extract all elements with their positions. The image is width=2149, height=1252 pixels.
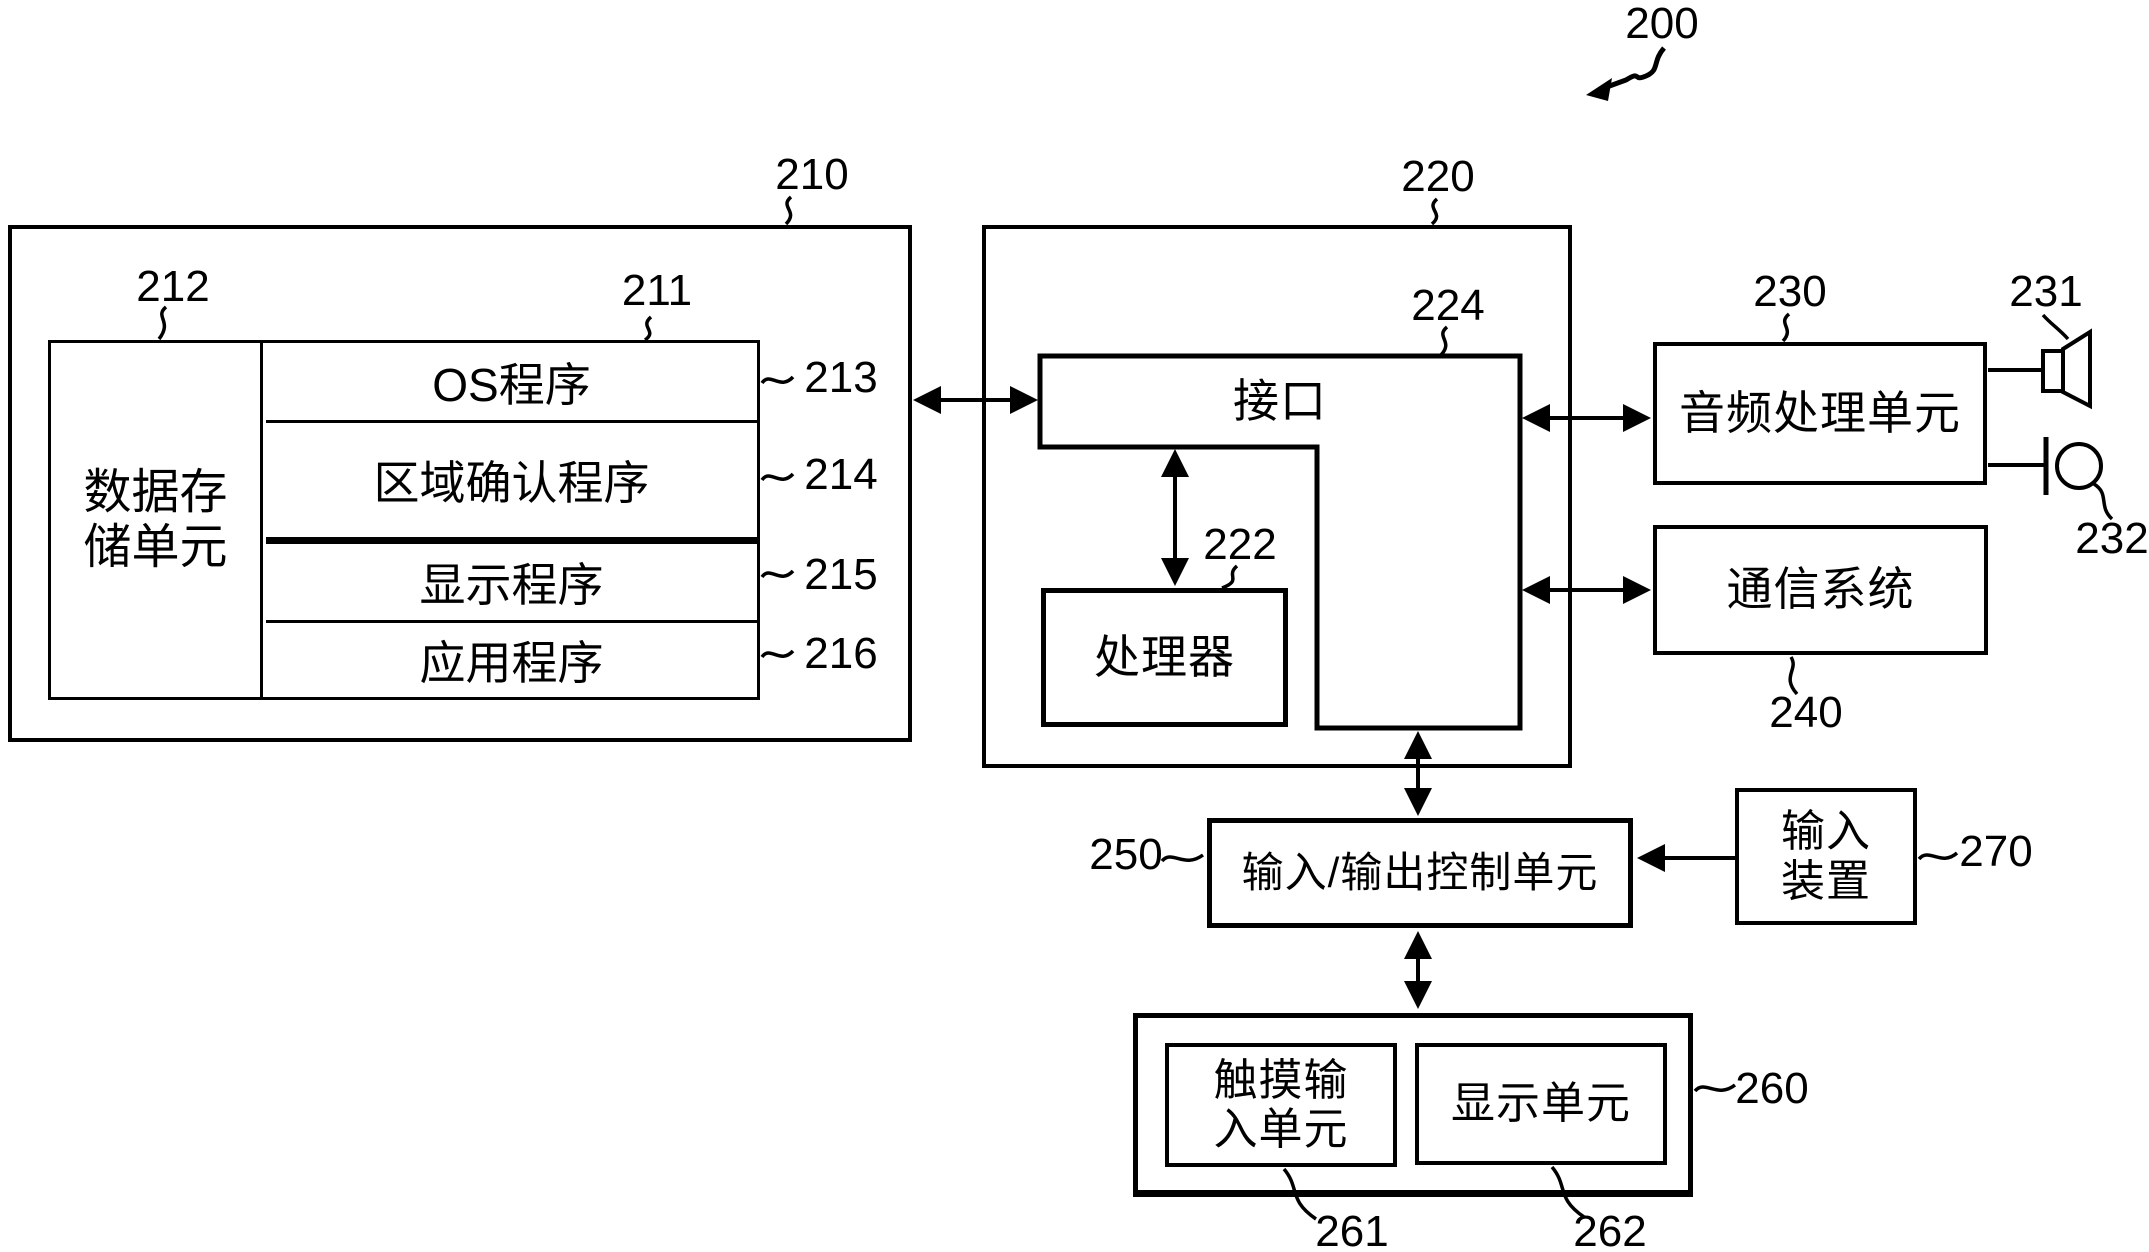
touch-input-unit-label-line1: 触摸输 <box>1213 1055 1349 1105</box>
interface-label: 接口 <box>1233 374 1327 427</box>
ref-213: 213 <box>804 353 878 402</box>
audio-processing-unit-label: 音频处理单元 <box>1679 386 1961 439</box>
touch-input-unit-box: 触摸输 入单元 <box>1165 1043 1397 1167</box>
ref-214: 214 <box>804 450 878 499</box>
arrow-io-touchscreen <box>1404 931 1432 1009</box>
ref-222: 222 <box>1203 520 1277 569</box>
ref-260: 260 <box>1735 1064 1809 1113</box>
ref-200: 200 <box>1625 0 1699 48</box>
tilde-270 <box>1917 851 1959 861</box>
ref-231: 231 <box>2009 267 2083 316</box>
io-control-unit-label: 输入/输出控制单元 <box>1241 849 1599 897</box>
display-unit-label: 显示单元 <box>1451 1079 1631 1129</box>
figure-ref-arrow <box>1586 46 1666 101</box>
ref-262: 262 <box>1573 1207 1647 1252</box>
display-unit-box: 显示单元 <box>1415 1043 1667 1165</box>
data-storage-label-line2: 储单元 <box>83 521 228 574</box>
arrow-inputdevice-io <box>1637 844 1737 872</box>
table-row-display-program: 显示程序 <box>266 537 757 620</box>
ref-250: 250 <box>1089 830 1163 879</box>
data-storage-label-line1: 数据存 <box>83 465 228 519</box>
table-row-application-program: 应用程序 <box>266 620 757 697</box>
ref-230: 230 <box>1753 267 1827 316</box>
microphone-icon <box>1988 437 2103 495</box>
leader-220 <box>1430 197 1439 226</box>
leader-231 <box>2041 313 2070 341</box>
region-confirm-program-label: 区域确认程序 <box>373 457 650 509</box>
processor-label: 处理器 <box>1094 630 1235 683</box>
ref-211: 211 <box>621 266 693 315</box>
ref-220: 220 <box>1401 152 1475 201</box>
processor-box: 处理器 <box>1041 588 1288 727</box>
ref-210: 210 <box>775 150 849 199</box>
ref-224: 224 <box>1411 281 1485 330</box>
table-row-region-confirm-program: 区域确认程序 <box>266 420 757 537</box>
input-device-box: 输入 装置 <box>1735 788 1917 925</box>
leader-210 <box>784 195 793 226</box>
input-device-label-line1: 输入 <box>1781 807 1871 857</box>
ref-261: 261 <box>1315 1207 1389 1252</box>
speaker-icon <box>1988 328 2092 410</box>
tilde-250 <box>1160 853 1205 863</box>
tilde-260 <box>1693 1083 1737 1093</box>
program-table: 数据存 储单元 OS程序 区域确认程序 显示程序 应用程序 <box>48 340 760 700</box>
table-row-os-program: OS程序 <box>266 343 757 420</box>
ref-270: 270 <box>1959 827 2033 876</box>
os-program-label: OS程序 <box>432 358 591 411</box>
ref-240: 240 <box>1769 688 1843 737</box>
input-device-label-line2: 装置 <box>1781 856 1871 906</box>
communication-system-label: 通信系统 <box>1726 563 1915 616</box>
ref-216: 216 <box>804 629 878 678</box>
audio-processing-unit-box: 音频处理单元 <box>1653 342 1987 485</box>
leader-230 <box>1781 312 1791 343</box>
ref-232: 232 <box>2075 514 2149 563</box>
communication-system-box: 通信系统 <box>1653 525 1988 655</box>
touch-input-unit-label-line2: 入单元 <box>1213 1105 1349 1154</box>
io-control-unit-box: 输入/输出控制单元 <box>1207 818 1633 928</box>
ref-215: 215 <box>804 550 878 599</box>
ref-212: 212 <box>136 262 210 311</box>
display-program-label: 显示程序 <box>419 559 604 611</box>
data-storage-cell: 数据存 储单元 <box>51 343 263 697</box>
application-program-label: 应用程序 <box>419 637 604 689</box>
